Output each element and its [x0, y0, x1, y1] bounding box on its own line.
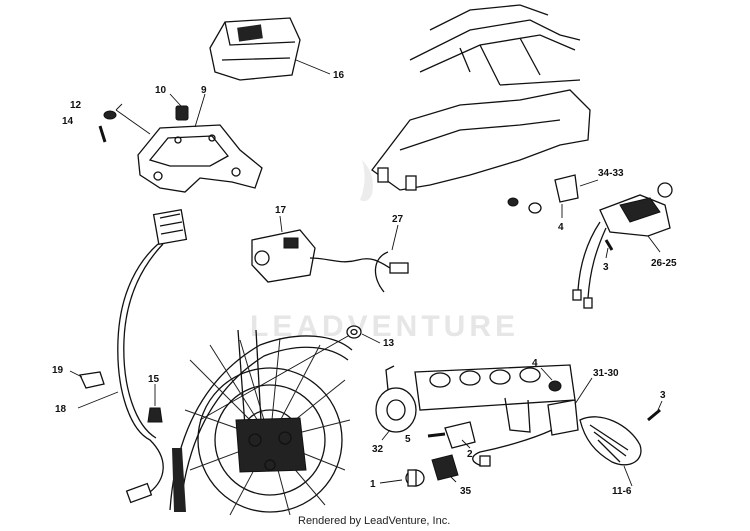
bolt-5-part — [427, 432, 446, 438]
callout-32: 32 — [372, 444, 384, 455]
callout-18: 18 — [55, 404, 67, 415]
callout-26-25: 26-25 — [651, 258, 677, 269]
callout-4-upper: 4 — [558, 222, 564, 233]
turn-signal-part — [472, 399, 642, 467]
callout-1: 1 — [370, 479, 376, 490]
callout-27: 27 — [392, 214, 404, 225]
callout-34-33: 34-33 — [598, 168, 624, 179]
cable-clamp-part — [79, 371, 105, 389]
callout-13: 13 — [383, 338, 395, 349]
callout-17: 17 — [275, 205, 287, 216]
rear-bolt-set — [507, 174, 579, 214]
callout-2: 2 — [467, 449, 473, 460]
callout-3-lower: 3 — [660, 390, 666, 401]
wire-clip-part — [374, 251, 389, 293]
callout-3-upper: 3 — [603, 262, 609, 273]
callout-9: 9 — [201, 85, 207, 96]
callout-15: 15 — [148, 374, 160, 385]
socket-part — [431, 454, 459, 481]
callout-14: 14 — [62, 116, 74, 127]
callout-5: 5 — [405, 434, 411, 445]
footer-credit: Rendered by LeadVenture, Inc. — [298, 515, 450, 527]
bolt-part — [98, 125, 107, 143]
taillight-part — [572, 182, 673, 309]
callout-12: 12 — [70, 100, 82, 111]
bolt-lower-part — [647, 408, 661, 422]
speedometer-cable-part — [117, 209, 188, 504]
rear-fender-part — [371, 89, 591, 191]
callout-4-lower: 4 — [532, 358, 538, 369]
grommet-part — [175, 105, 189, 121]
callout-35: 35 — [460, 486, 472, 497]
handlebar-switch-part — [251, 229, 409, 283]
callout-11-6: 11-6 — [612, 486, 632, 497]
watermark: LEADVENTURE — [250, 160, 519, 343]
meter-cover-part — [209, 17, 301, 81]
front-wheel — [169, 329, 353, 516]
rubber-grommet-part — [147, 407, 163, 423]
nut-part — [103, 110, 117, 120]
watermark-text: LEADVENTURE — [250, 310, 519, 343]
callout-16: 16 — [333, 70, 345, 81]
callout-19: 19 — [52, 365, 64, 376]
callout-31-30: 31-30 — [593, 368, 619, 379]
horn-part — [375, 365, 417, 433]
clamp-2-part — [444, 421, 476, 449]
bracket-part — [137, 124, 263, 193]
callout-labels: 16 10 9 12 14 17 27 34-33 4 3 26-25 13 1… — [52, 70, 677, 497]
nut-lower-part — [548, 380, 562, 392]
rear-subframe — [409, 4, 581, 86]
bulb-part — [405, 469, 425, 487]
washer-part — [346, 325, 362, 339]
callout-10: 10 — [155, 85, 167, 96]
